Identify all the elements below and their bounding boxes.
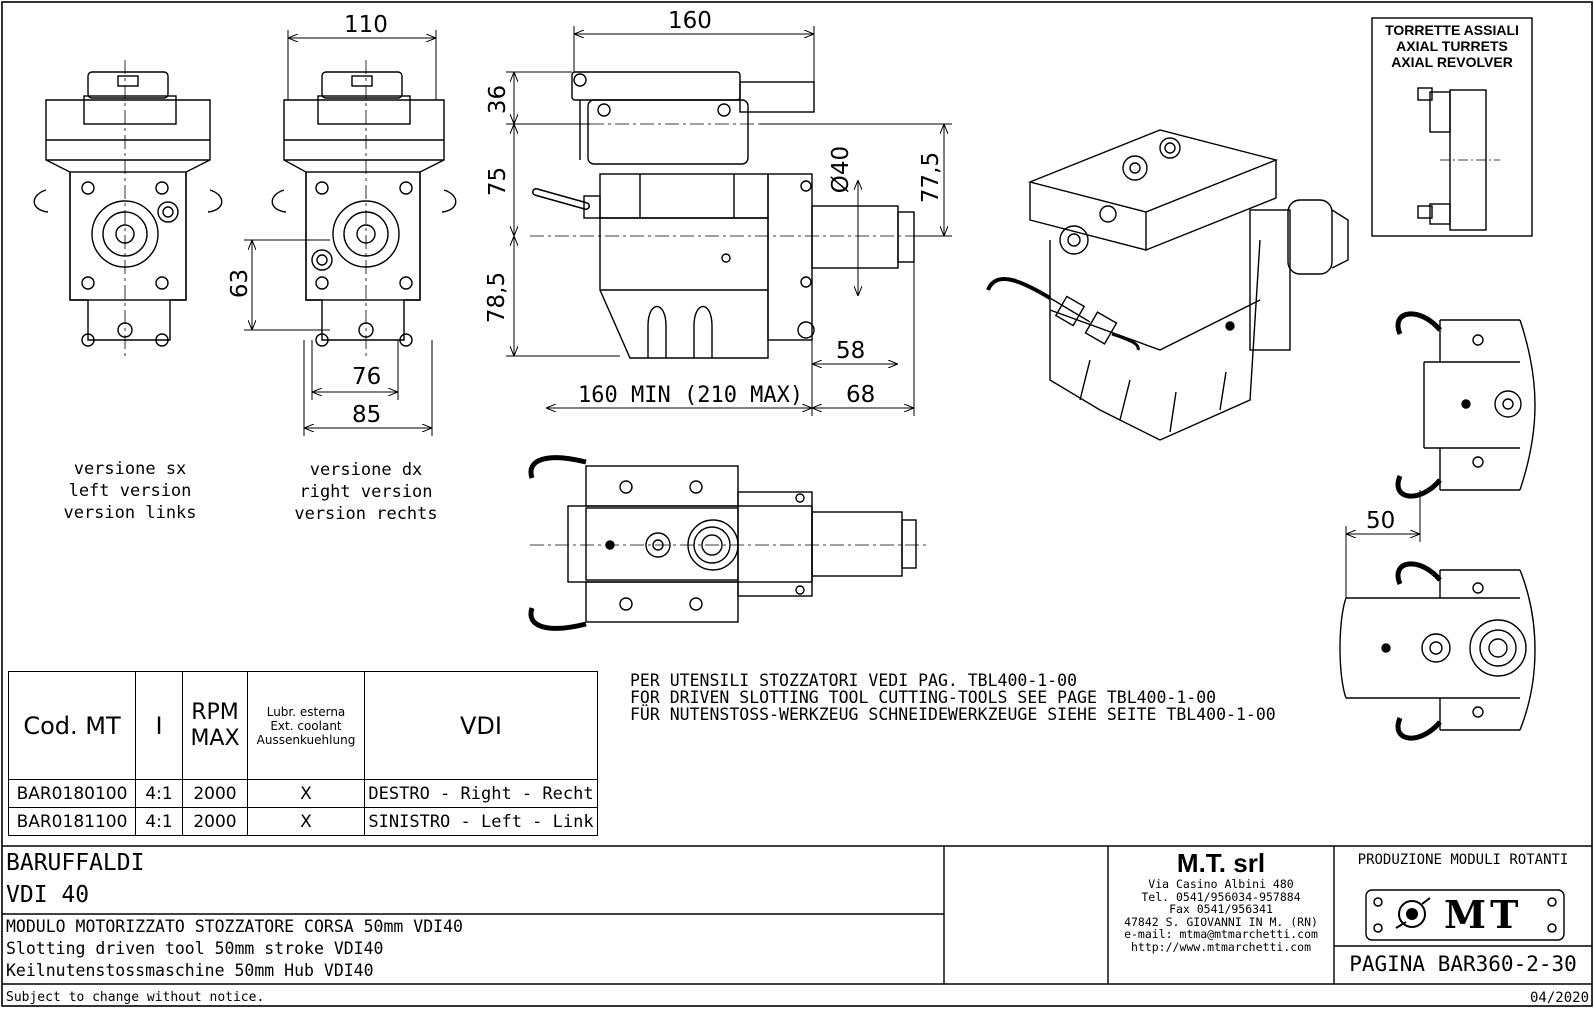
header-lubr-line-3: Aussenkuehlung [256,732,356,747]
row-2-code: BAR0181100 [8,807,136,836]
sheet-frame [1,1,1593,1007]
row-1-lubr: X [247,779,365,808]
model-name: VDI 40 [6,882,90,908]
right-detail-upper [1395,311,1536,499]
side-dimension-lines [506,26,952,416]
company-email: e-mail: mtma@mtmarchetti.com [1124,927,1318,941]
dim-110: 110 [344,12,388,38]
header-vdi: VDI [364,671,598,780]
header-lubr-line-2: Ext. coolant [270,718,342,733]
dim-75: 75 [485,166,512,197]
note-german: FÜR NUTENSTOSS-WERKZEUG SCHNEIDEWERKZEUG… [630,705,1276,724]
header-ratio: I [135,671,183,780]
row-1-vdi: DESTRO - Right - Recht [364,779,598,808]
top-view [528,455,930,631]
header-lubrication: Lubr. esterna Ext. coolant Aussenkuehlun… [247,671,365,780]
company-website: http://www.mtmarchetti.com [1130,939,1311,954]
header-rpm: RPM MAX [182,671,248,780]
row-2-vdi: SINISTRO - Left - Link [364,807,598,836]
dim-68: 68 [846,382,876,408]
header-lubr-line-1: Lubr. esterna [266,704,346,719]
dim-36: 36 [485,84,512,115]
note-english: FOR DRIVEN SLOTTING TOOL CUTTING-TOOLS S… [630,688,1217,707]
caption-right-line-3: version rechts [294,504,438,524]
row-2-rpm: 2000 [182,807,248,836]
mt-logo: MT [1370,894,1560,936]
spec-table-header-row: Cod. MT I RPM MAX Lubr. esterna Ext. coo… [8,671,598,780]
caption-right-line-2: right version [299,482,433,502]
description-italian: MODULO MOTORIZZATO STOZZATORE CORSA 50mm… [6,917,463,936]
right-detail-lower [1339,490,1536,741]
table-row: BAR0181100 4:1 2000 X SINISTRO - Left - … [8,807,598,836]
inset-title-line-2: AXIAL TURRETS [1396,38,1508,54]
row-1-rpm: 2000 [182,779,248,808]
company-name: M.T. srl [1176,848,1266,878]
caption-left-line-2: left version [68,481,192,501]
dim-160-min-210-max: 160 MIN (210 MAX) [578,383,804,408]
dim-diameter-40: Ø40 [828,145,855,194]
company-city: 47842 S. GIOVANNI IN M. (RN) [1124,914,1318,929]
company-block: M.T. srl Via Casino Albini 480 Tel. 0541… [1110,848,1332,953]
brand-name: BARUFFALDI [6,850,145,876]
inset-title-line-1: TORRETTE ASSIALI [1385,22,1519,38]
inset-axial-turrets [1371,17,1533,237]
note-italian: PER UTENSILI STOZZATORI VEDI PAG. TBL400… [630,671,1078,690]
company-fax: Fax 0541/956341 [1169,902,1273,916]
caption-left-version: versione sx left version version links [50,458,210,524]
spec-table: Cod. MT I RPM MAX Lubr. esterna Ext. coo… [8,671,598,836]
inset-title-line-3: AXIAL REVOLVER [1391,54,1513,70]
company-details: Via Casino Albini 480 Tel. 0541/956034-9… [1110,878,1332,953]
inset-title: TORRETTE ASSIALI AXIAL TURRETS AXIAL REV… [1374,22,1530,70]
description-english: Slotting driven tool 50mm stroke VDI40 [6,939,384,958]
row-2-lubr: X [247,807,365,836]
row-1-code: BAR0180100 [8,779,136,808]
logo-text: MT [1444,892,1523,937]
dim-58: 58 [836,338,866,364]
company-phone: Tel. 0541/956034-957884 [1141,889,1301,904]
caption-left-line-3: version links [63,503,197,523]
front-view-right [271,60,457,360]
dim-76: 76 [352,364,382,390]
caption-right-line-1: versione dx [309,460,423,480]
table-row: BAR0180100 4:1 2000 X DESTRO - Right - R… [8,779,598,808]
header-rpm-line-2: MAX [190,725,240,751]
dim-63: 63 [227,268,254,299]
title-block-lines [2,845,1592,985]
company-address: Via Casino Albini 480 [1148,877,1294,891]
dim-85: 85 [352,402,382,428]
caption-left-line-1: versione sx [73,459,187,479]
row-1-ratio: 4:1 [135,779,183,808]
dim-77-5: 77,5 [918,151,945,204]
front-view-left [33,60,223,360]
header-code: Cod. MT [8,671,136,780]
isometric-view [986,129,1349,441]
division-name: PRODUZIONE MODULI ROTANTI [1357,852,1569,868]
caption-right-version: versione dx right version version rechts [284,459,448,525]
side-view [530,71,930,359]
header-rpm-line-1: RPM [191,699,239,725]
row-2-ratio: 4:1 [135,807,183,836]
change-notice: Subject to change without notice. [6,990,265,1005]
dim-78-5: 78,5 [484,271,511,324]
description-german: Keilnutenstossmaschine 50mm Hub VDI40 [6,961,374,980]
revision-date: 04/2020 [1530,990,1590,1006]
description: MODULO MOTORIZZATO STOZZATORE CORSA 50mm… [6,916,463,982]
front-dimension-lines [244,30,437,436]
dim-160-top: 160 [668,8,712,34]
dim-50: 50 [1366,508,1396,534]
page-number: PAGINA BAR360-2-30 [1349,952,1577,976]
tooling-notes: PER UTENSILI STOZZATORI VEDI PAG. TBL400… [630,672,1276,723]
gear-icon [1373,897,1557,933]
